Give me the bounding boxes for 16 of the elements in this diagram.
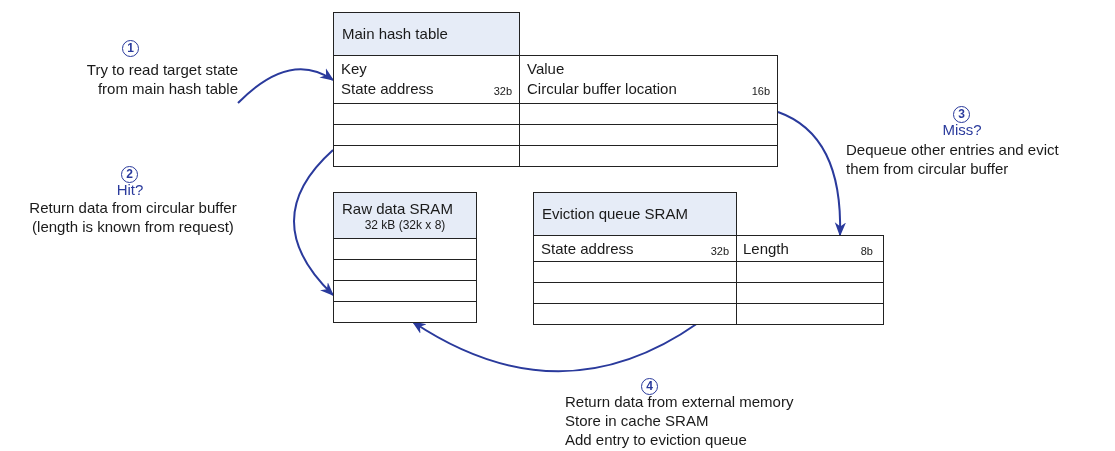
step-text: Dequeue other entries and evict them from circular buffer [846, 140, 1060, 178]
table-header: Raw data SRAM 32 kB (32k x 8) [333, 192, 477, 239]
step-condition: Miss? [941, 121, 983, 138]
step-text: Store in cache SRAM [565, 411, 710, 430]
step-text: Return data from external memory [565, 392, 795, 411]
curved-arrow [777, 111, 846, 237]
step-text: Try to read target state from main hash table [85, 60, 238, 98]
table-cell: Value Circular buffer location 16b [519, 55, 778, 104]
step-text: Add entry to eviction queue [565, 430, 748, 449]
table-cell: Length 8b [736, 235, 884, 262]
table-header: Main hash table [333, 12, 520, 56]
curved-arrow [237, 68, 335, 104]
step-condition: Hit? [115, 181, 145, 198]
table-header: Eviction queue SRAM [533, 192, 737, 236]
curved-arrow [293, 149, 334, 296]
step-text: Return data from circular buffer (length is known from request) [28, 198, 238, 236]
